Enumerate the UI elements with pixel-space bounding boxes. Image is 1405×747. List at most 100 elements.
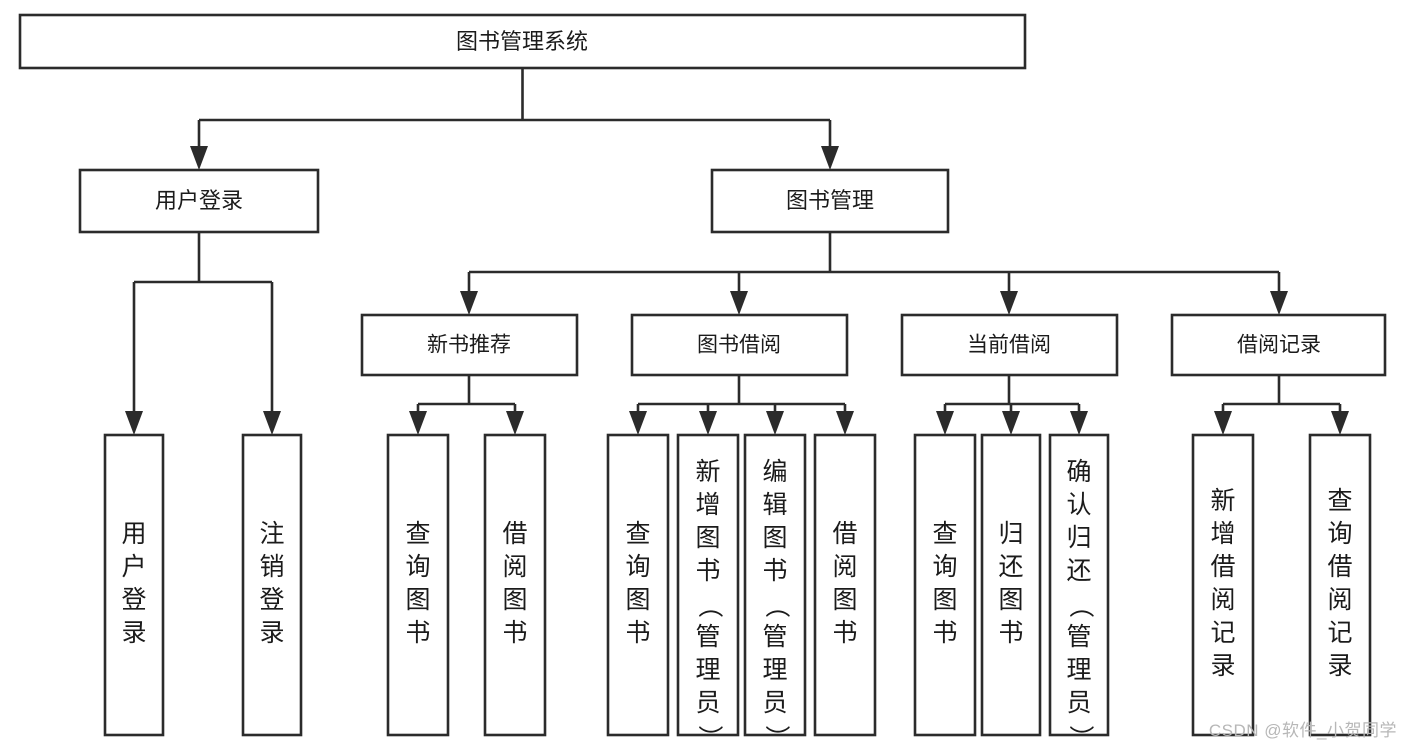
leaf-node-label-char: 录 [259, 619, 284, 647]
node-current-borrow-label: 当前借阅 [967, 334, 1051, 357]
leaf-node-label-char: 书 [502, 619, 527, 647]
arrow-head-icon [730, 291, 748, 315]
leaf-node-rect[interactable] [103, 433, 165, 737]
leaf-node-label-char: 阅 [1327, 586, 1352, 614]
leaf-node-rect[interactable] [386, 433, 450, 737]
leaf-node-label-char: 还 [1066, 557, 1091, 585]
leaf-node-label-char: 阅 [832, 553, 857, 581]
leaf-node-label-char: 询 [1327, 520, 1352, 548]
leaf-node-label-char: 员 [1066, 689, 1091, 717]
leaf-node-label-char: 书 [405, 619, 430, 647]
leaf-node-label-char: 管 [762, 623, 787, 651]
node-borrow-record[interactable]: 借阅记录 [1170, 313, 1387, 377]
leaf-node-label-char: （ [762, 593, 790, 618]
node-root[interactable]: 图书管理系统 [18, 13, 1027, 70]
leaf-node-rect[interactable] [813, 433, 877, 737]
node-book-management[interactable]: 图书管理 [710, 168, 950, 234]
leaf-node-label-char: 阅 [1210, 586, 1235, 614]
leaf-node-label-char: 书 [625, 619, 650, 647]
leaf-node-label-char: 借 [1327, 553, 1352, 581]
leaf-node-rect[interactable] [241, 433, 303, 737]
leaf-node-label-char: 借 [1210, 553, 1235, 581]
leaf-node-rect[interactable] [1191, 433, 1255, 737]
arrow-head-icon [936, 411, 954, 435]
leaf-node-label-char: 询 [405, 553, 430, 581]
leaf-node-label-char: 图 [502, 586, 527, 614]
leaf-node-rect[interactable] [980, 433, 1042, 737]
leaf-node-label-char: 增 [1210, 520, 1235, 548]
connector-current-borrow-bus [943, 375, 1081, 414]
leaf-node-label-char: 增 [695, 491, 720, 519]
arrow-head-icon [506, 411, 524, 435]
node-current-borrow[interactable]: 当前借阅 [900, 313, 1119, 377]
leaf-node-label-char: 确 [1066, 458, 1091, 486]
leaf-node-label-char: 理 [762, 656, 787, 684]
leaf-node-label-char: 归 [998, 520, 1023, 548]
arrow-head-icon [409, 411, 427, 435]
leaf-node-label-char: 书 [932, 619, 957, 647]
node-book-borrow-rect[interactable] [630, 313, 849, 377]
leaf-node-label-char: 书 [832, 619, 857, 647]
leaf-node-label-char: 认 [1066, 491, 1091, 519]
node-book-management-rect[interactable] [710, 168, 950, 234]
node-root-rect[interactable] [18, 13, 1027, 70]
leaf-node-rect[interactable] [743, 433, 807, 737]
node-current-borrow-rect[interactable] [900, 313, 1119, 377]
leaf-node-label-char: 书 [998, 619, 1023, 647]
leaf-node-label-char: 登 [121, 586, 146, 614]
connector-book-mgmt-bus [467, 232, 1281, 296]
node-user-login[interactable]: 用户登录 [78, 168, 320, 234]
leaf-node-rect[interactable] [676, 433, 740, 737]
leaf-node-label-char: 图 [998, 586, 1023, 614]
leaf-node-label-char: 录 [1210, 652, 1235, 680]
leaf-node-label-char: 借 [832, 520, 857, 548]
leaf-node-label-char: 管 [1066, 623, 1091, 651]
watermark-text: CSDN @软件_小贺同学 [1208, 721, 1397, 740]
leaf-node-rect[interactable] [913, 433, 977, 737]
arrow-head-icon [699, 411, 717, 435]
leaf-node-label-char: 录 [121, 619, 146, 647]
arrow-head-icon [629, 411, 647, 435]
node-borrow-record-label: 借阅记录 [1237, 334, 1321, 357]
leaf-node-label-char: 查 [405, 520, 430, 548]
leaf-node-label-char: ） [695, 725, 723, 747]
leaf-node-rect[interactable] [483, 433, 547, 737]
leaf-node-label-char: 借 [502, 520, 527, 548]
leaf-node-layer: 用户登录注销登录查询图书借阅图书查询图书新增图书（管理员）编辑图书（管理员）借阅… [103, 433, 1372, 747]
leaf-node-label-char: 编 [762, 458, 787, 486]
leaf-node-label-char: 户 [121, 553, 146, 581]
node-borrow-record-rect[interactable] [1170, 313, 1387, 377]
leaf-node-rect[interactable] [1048, 433, 1110, 737]
node-new-book-recommend-rect[interactable] [360, 313, 579, 377]
leaf-node-rect[interactable] [1308, 433, 1372, 737]
leaf-node-label-char: 查 [932, 520, 957, 548]
leaf-node-label-char: 书 [762, 557, 787, 585]
leaf-node-rect[interactable] [606, 433, 670, 737]
leaf-node-label-char: 图 [762, 524, 787, 552]
leaf-node-label-char: 管 [695, 623, 720, 651]
node-new-book-recommend[interactable]: 新书推荐 [360, 313, 579, 377]
arrow-head-icon [836, 411, 854, 435]
node-new-book-recommend-label: 新书推荐 [427, 334, 511, 357]
leaf-node[interactable]: 用户登录 [103, 433, 165, 737]
leaf-node-label-char: 员 [762, 689, 787, 717]
leaf-node-label-char: 销 [259, 553, 284, 581]
node-user-login-rect[interactable] [78, 168, 320, 234]
arrow-head-icon [125, 411, 143, 435]
connector-new-book-bus [416, 375, 517, 414]
node-book-borrow[interactable]: 图书借阅 [630, 313, 849, 377]
leaf-node-label-char: 新 [695, 458, 720, 486]
